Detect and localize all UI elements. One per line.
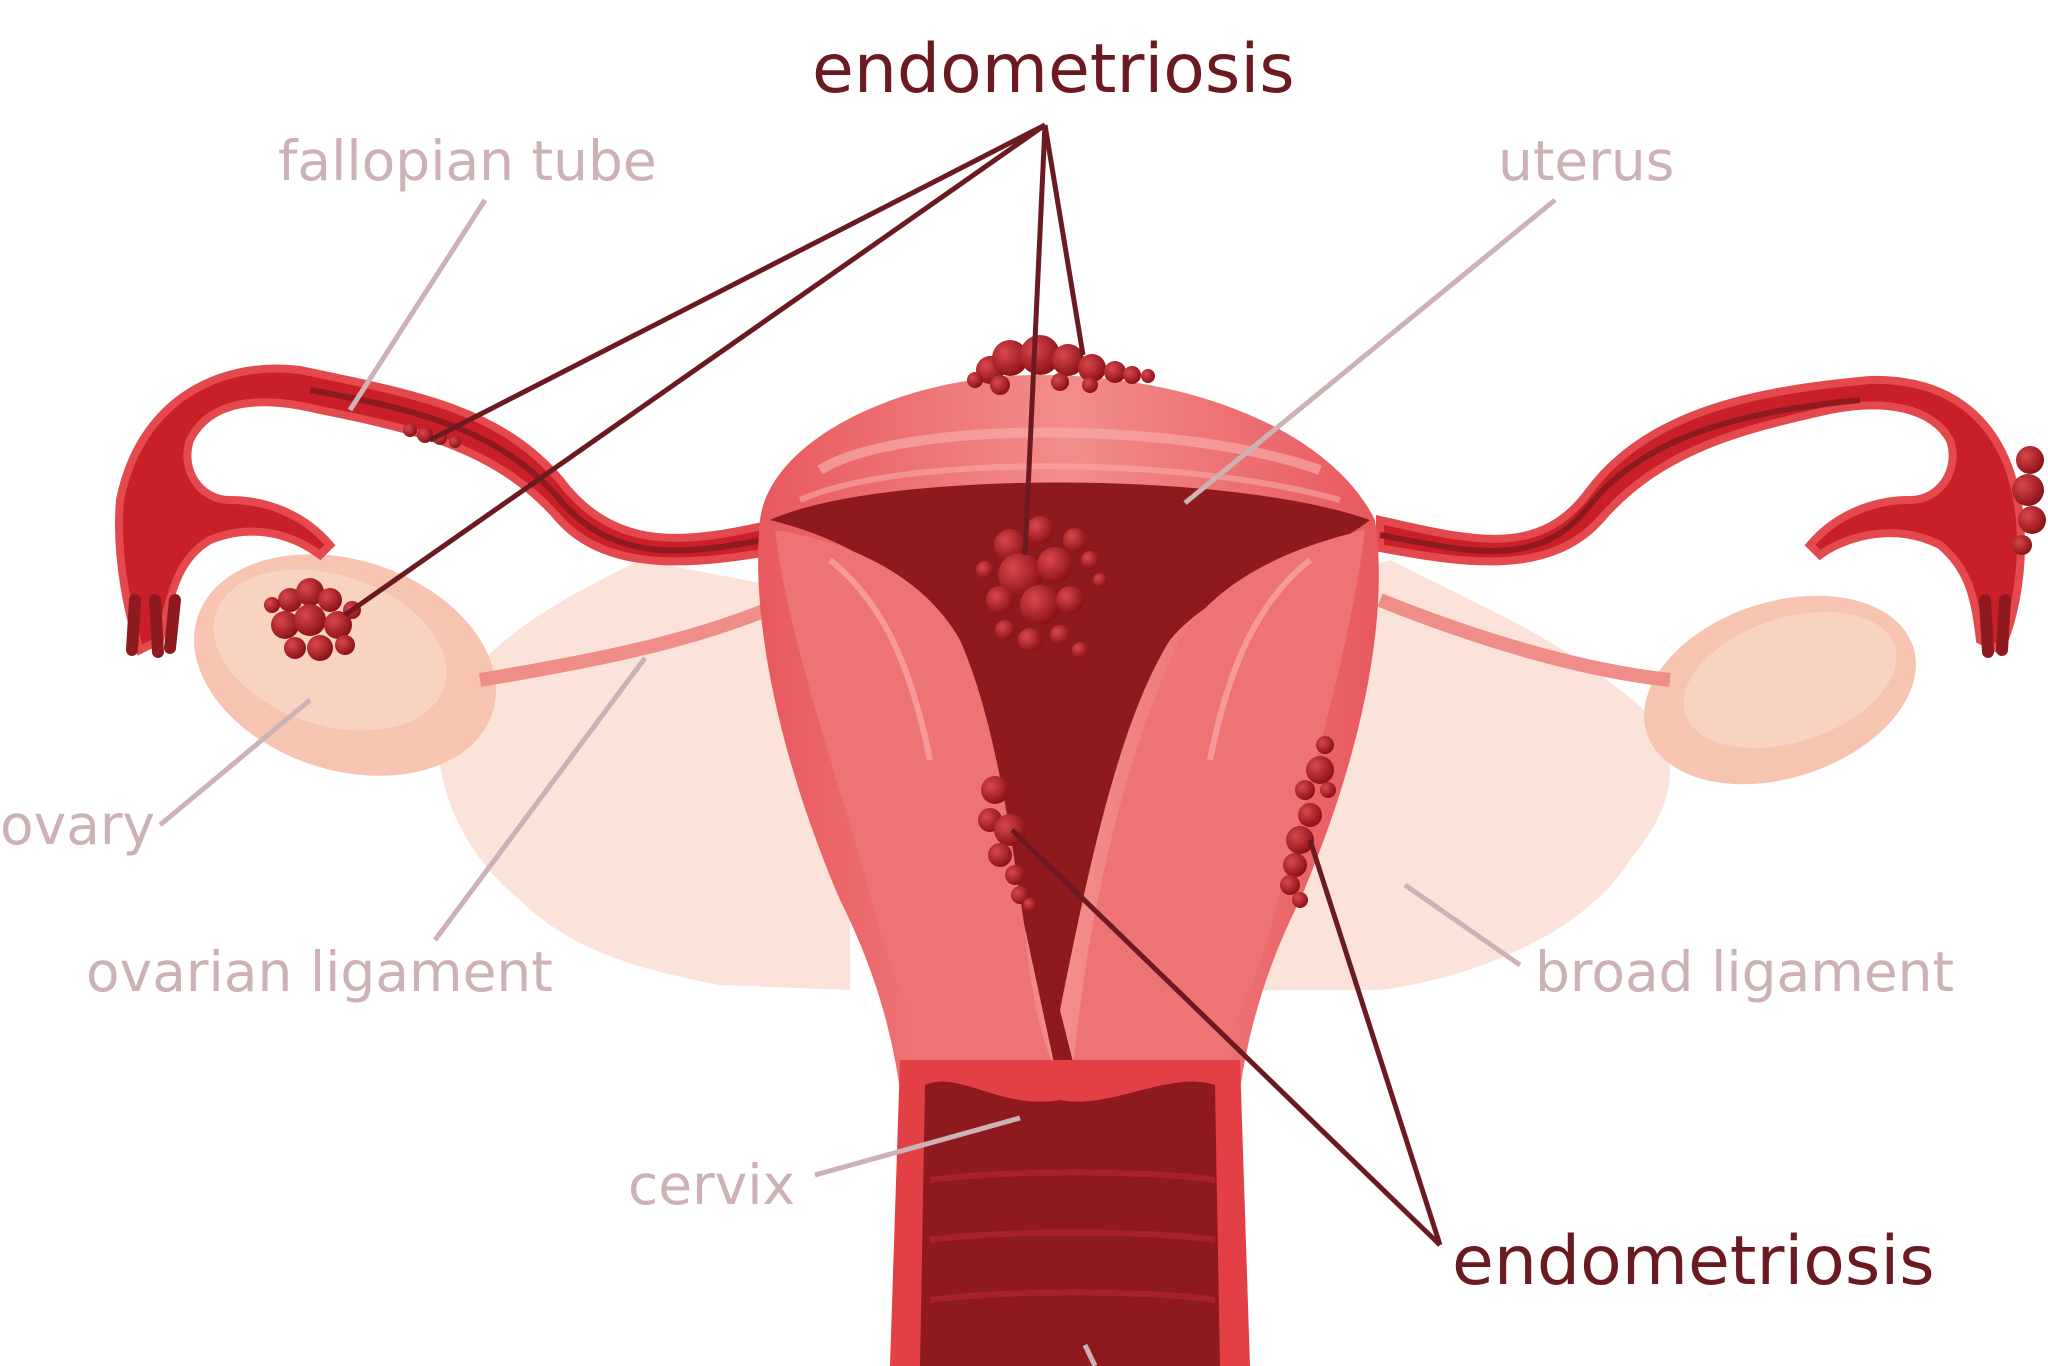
- leader-endo-top-tube: [428, 122, 1047, 443]
- lesion-left-wall: [978, 776, 1037, 912]
- label-fallopian-tube: fallopian tube: [278, 129, 657, 193]
- label-ovary: ovary: [0, 793, 156, 857]
- leader-endo-bottom-left: [1010, 828, 1442, 1247]
- leader-endo-top-fundus: [1042, 124, 1086, 356]
- leader-ovarian-ligament: [432, 656, 648, 942]
- leader-fallopian-tube: [347, 198, 488, 412]
- label-cervix: cervix: [628, 1153, 796, 1217]
- leader-ovary: [158, 698, 312, 827]
- lesion-right-fimbria: [2012, 446, 2046, 555]
- leader-broad-ligament: [1403, 882, 1522, 968]
- left-ovarian-ligament-shape: [478, 593, 793, 687]
- lesion-fundus: [967, 335, 1155, 395]
- lesion-right-wall: [1280, 736, 1336, 908]
- uterine-cavity-shape: [770, 482, 1370, 1090]
- lesion-ovary: [264, 578, 361, 661]
- leader-endo-bottom-right: [1307, 839, 1443, 1246]
- leader-cervix: [814, 1115, 1021, 1178]
- leader-endo-top-ovary: [343, 122, 1047, 618]
- label-uterus: uterus: [1498, 129, 1675, 193]
- leader-vagina: [1082, 1343, 1098, 1366]
- label-broad-ligament: broad ligament: [1535, 940, 1955, 1004]
- leader-uterus: [1183, 198, 1557, 505]
- label-endometriosis-bottom: endometriosis: [1452, 1222, 1935, 1301]
- label-ovarian-ligament: ovarian ligament: [86, 940, 553, 1004]
- lesion-cavity: [976, 516, 1107, 658]
- right-ovarian-ligament-shape: [1377, 593, 1671, 687]
- label-endometriosis-top: endometriosis: [812, 30, 1295, 109]
- leader-endo-top-cavity: [1022, 124, 1048, 556]
